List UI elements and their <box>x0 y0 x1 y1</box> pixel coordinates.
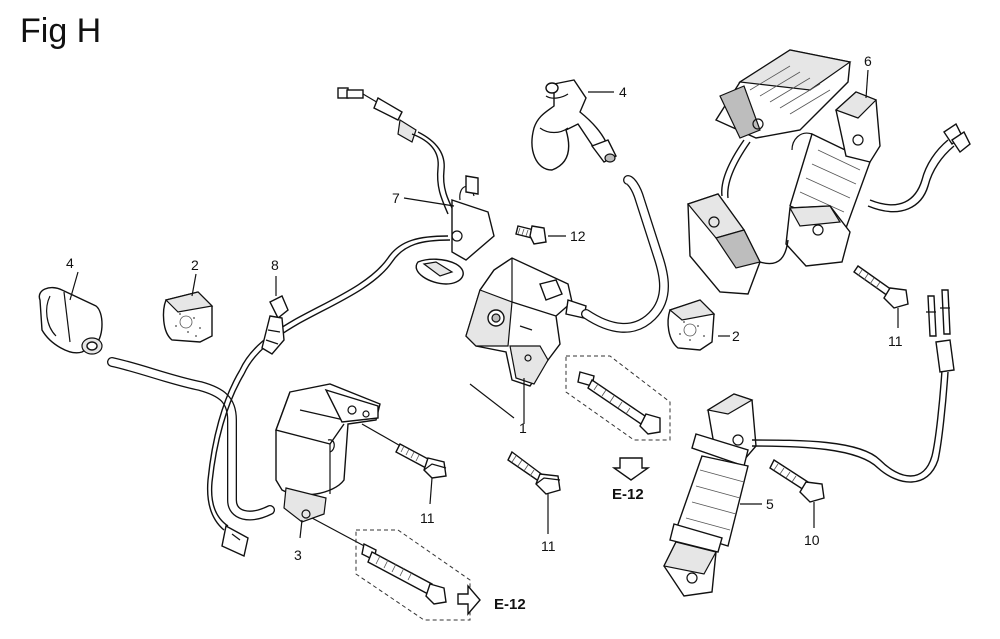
callout-6: 6 <box>864 53 872 69</box>
kill-wire-assembly <box>206 87 495 557</box>
callout-labels: 4 2 8 7 12 4 6 2 11 1 11 11 3 5 10 <box>66 53 903 563</box>
exciter-coil <box>663 289 955 597</box>
spark-plug-cap-top <box>531 79 617 171</box>
reference-e12-left: E-12 <box>494 596 526 613</box>
leader-lines <box>69 69 869 539</box>
bolt-12 <box>515 225 566 245</box>
ignition-coil-center <box>465 257 587 387</box>
bolt-group-e12-left <box>311 517 481 621</box>
callout-11-upper: 11 <box>420 510 435 526</box>
spacer-right <box>667 299 716 351</box>
callout-5: 5 <box>766 496 774 512</box>
callout-7: 7 <box>392 190 400 206</box>
reference-e12-right: E-12 <box>612 486 644 503</box>
callout-10: 10 <box>804 532 820 548</box>
bolt-11-center <box>469 383 561 534</box>
spark-plug-cap-left <box>38 286 103 355</box>
callout-2-right: 2 <box>732 328 740 344</box>
high-tension-lead-left <box>107 357 275 521</box>
charge-coil-assembly <box>686 49 971 295</box>
spacer-left <box>162 291 214 343</box>
reference-labels: E-12 E-12 <box>494 486 644 613</box>
callout-11-center: 11 <box>541 538 556 554</box>
callout-4-left: 4 <box>66 255 74 271</box>
bolt-11-right <box>853 265 909 328</box>
callout-4-top: 4 <box>619 84 627 100</box>
callout-11-right: 11 <box>888 333 903 349</box>
callout-12: 12 <box>570 228 586 244</box>
bolt-group-e12-right <box>565 355 671 481</box>
bolt-10 <box>769 458 825 528</box>
callout-2-left: 2 <box>191 257 199 273</box>
callout-1: 1 <box>519 420 527 436</box>
high-tension-lead-right <box>581 175 669 333</box>
figure-title: Fig H <box>20 12 102 50</box>
callout-8: 8 <box>271 257 279 273</box>
wire-clip <box>261 295 289 355</box>
ignition-coil-left <box>275 383 381 523</box>
bolt-11-upper <box>361 423 447 479</box>
callout-3: 3 <box>294 547 302 563</box>
